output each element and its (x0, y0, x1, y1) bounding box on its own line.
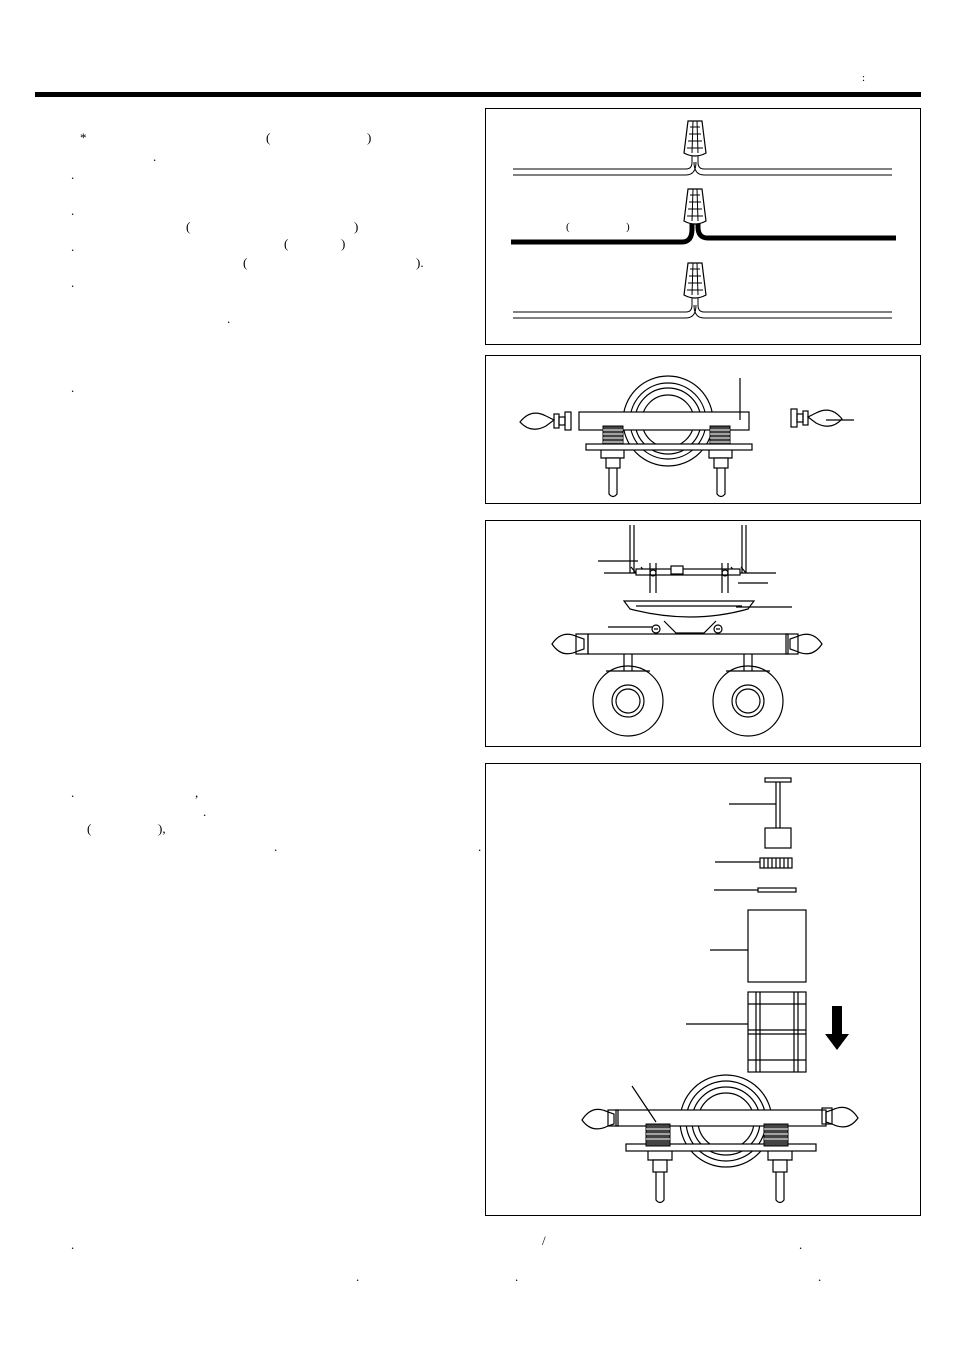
bullet-dot: . (71, 785, 75, 800)
comma: , (195, 785, 199, 800)
mounting-drawing (551, 525, 823, 737)
period: . (203, 804, 207, 819)
down-arrow-icon (825, 1006, 849, 1050)
fixture-finial-figure (485, 355, 921, 504)
shade-assembly-figure (485, 763, 921, 1216)
bullet-dot: . (71, 1237, 75, 1252)
paren-open: ( (243, 255, 248, 270)
period: . (153, 149, 157, 164)
paren-close-comma: ), (158, 821, 166, 836)
period: . (227, 311, 231, 326)
period: . (274, 839, 278, 854)
period: . (818, 1269, 822, 1284)
bullet-dot: . (71, 203, 75, 218)
header-rule (35, 92, 921, 97)
wire-label-paren-open: ( (566, 221, 570, 233)
fixture-finial-drawing (519, 375, 854, 498)
period: . (799, 1237, 803, 1252)
wire-connection-drawing (511, 120, 896, 319)
shade-assembly-drawing (581, 777, 859, 1204)
paren-open: ( (284, 236, 289, 251)
paren-close-dot: ). (416, 255, 424, 270)
paren-close: ) (341, 236, 346, 251)
period: . (478, 839, 482, 854)
period: . (356, 1269, 360, 1284)
mounting-figure (485, 520, 921, 747)
paren-open: ( (87, 821, 92, 836)
bullet-dot: . (71, 239, 75, 254)
paren-close: ) (354, 219, 359, 234)
wire-connection-figure: ( ) (485, 108, 921, 345)
header-mark: : (862, 72, 866, 84)
period: . (515, 1269, 519, 1284)
bullet-dot: . (71, 380, 75, 395)
wire-label-paren-close: ) (626, 221, 630, 233)
paren-close: ) (367, 130, 372, 145)
paren-open: ( (266, 130, 271, 145)
slash: / (542, 1233, 546, 1248)
paren-open: ( (186, 219, 191, 234)
bullet-dot: . (71, 167, 75, 182)
bullet-dot: . (71, 275, 75, 290)
asterisk-mark: * (80, 130, 87, 145)
